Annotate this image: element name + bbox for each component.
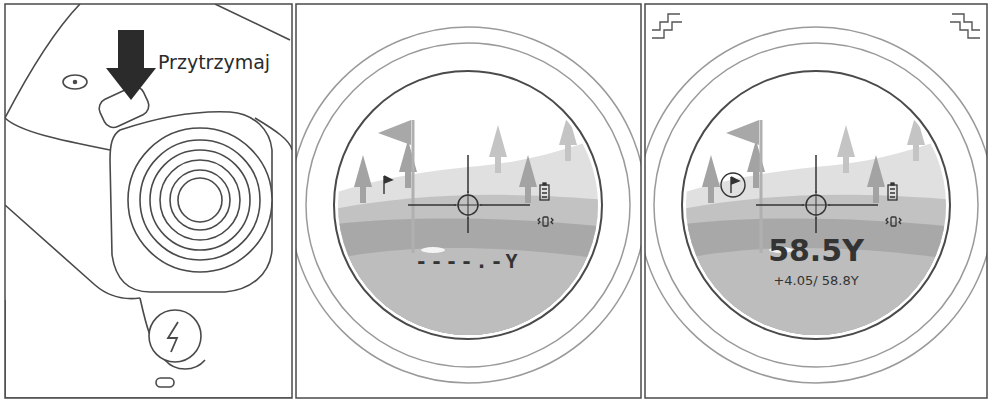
rangefinder-body bbox=[160, 160, 240, 240]
rangefinder-body bbox=[74, 81, 77, 84]
press-arrow bbox=[106, 30, 156, 100]
viewfinder-view bbox=[645, 27, 987, 383]
viewfinder-view bbox=[731, 177, 739, 184]
display-reading: ----.-Y bbox=[415, 250, 520, 272]
rangefinder-body bbox=[170, 170, 230, 230]
viewfinder-view bbox=[296, 27, 641, 383]
viewfinder-view bbox=[721, 173, 745, 197]
rangefinder-body bbox=[150, 150, 250, 250]
rangefinder-body bbox=[215, 4, 290, 40]
vibration-marks bbox=[652, 14, 980, 38]
rangefinder-body bbox=[110, 112, 272, 292]
viewfinder-view bbox=[296, 27, 641, 383]
viewfinder-view bbox=[384, 176, 392, 194]
panel-frame bbox=[645, 4, 987, 398]
vibration-marks bbox=[950, 22, 980, 38]
panel-frame bbox=[296, 4, 641, 398]
display-reading: 58.5Y bbox=[768, 234, 864, 267]
vibration-marks bbox=[652, 22, 682, 38]
rangefinder-body bbox=[149, 310, 201, 362]
rangefinder-body bbox=[178, 178, 222, 222]
rangefinder-body bbox=[156, 378, 174, 387]
viewfinder-view bbox=[721, 173, 745, 197]
rangefinder-body bbox=[5, 4, 292, 398]
viewfinder-view bbox=[645, 14, 987, 383]
display-subreading: +4.05/ 58.8Y bbox=[773, 274, 858, 288]
panel-frame bbox=[5, 4, 292, 398]
press-label: Przytrzymaj bbox=[158, 52, 270, 73]
rangefinder-body bbox=[128, 128, 272, 272]
rangefinder-body bbox=[5, 118, 110, 150]
rangefinder-body bbox=[140, 140, 260, 260]
rangefinder-body bbox=[5, 4, 80, 118]
rangefinder-body bbox=[63, 75, 87, 89]
rangefinder-body bbox=[168, 322, 178, 352]
rangefinder-body bbox=[140, 298, 205, 369]
viewfinder-view bbox=[384, 176, 392, 183]
